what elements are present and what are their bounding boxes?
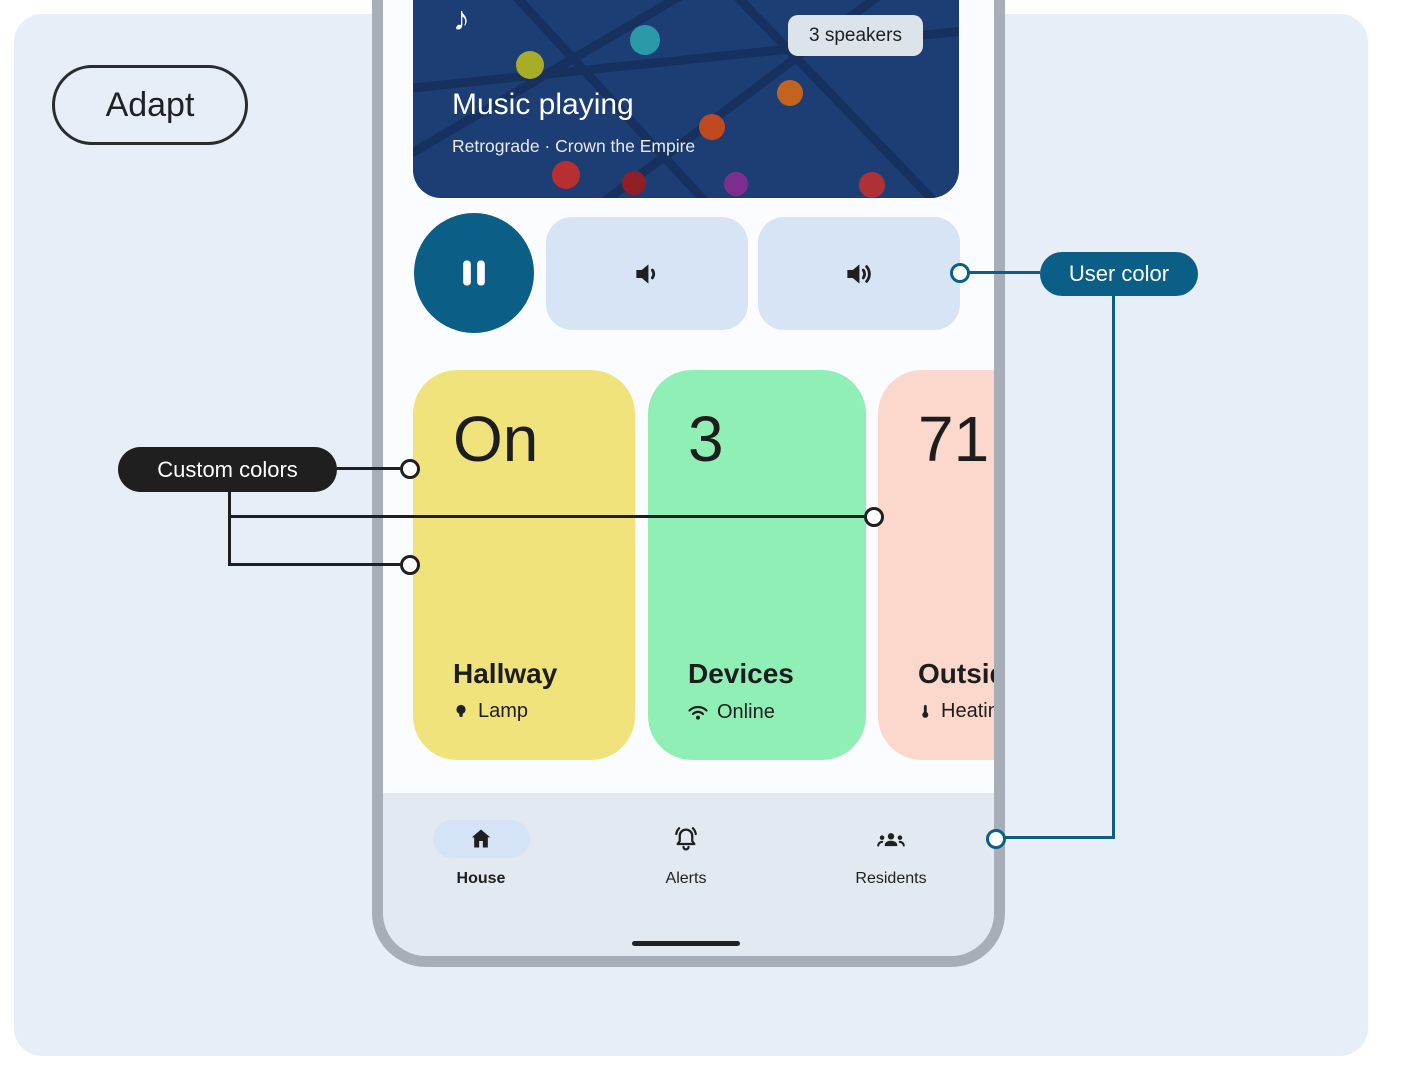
card-status-text: Heating (941, 700, 994, 722)
pause-button[interactable] (414, 213, 534, 333)
nav-item-alerts[interactable]: Alerts (621, 820, 751, 888)
connector-line-custom-4 (230, 563, 400, 566)
speakers-badge-text: 3 speakers (809, 24, 902, 46)
connector-dot-yellow-card-2 (400, 555, 420, 575)
connector-line-custom-3 (230, 515, 864, 518)
card-status-text: Online (717, 700, 775, 723)
connector-dot-nav (986, 829, 1006, 849)
connector-dot-green-card (864, 507, 884, 527)
card-name: Hallway (453, 658, 558, 689)
phone-screen: ♪ 3 speakers Music playing Retrograde · … (383, 0, 994, 956)
connector-line-user-3 (1004, 836, 1115, 839)
outside-card[interactable]: 71 Outside Heating (878, 370, 994, 760)
volume-down-button[interactable] (546, 217, 748, 330)
card-name: Devices (688, 658, 794, 689)
lamp-icon (456, 704, 466, 717)
volume-up-icon (847, 263, 871, 284)
nav-icon-holder (638, 820, 735, 858)
house-icon (471, 829, 491, 848)
card-name: Outside (918, 658, 994, 689)
nav-active-pill (432, 820, 530, 858)
card-status: Online (686, 700, 775, 724)
custom-colors-callout: Custom colors (118, 447, 337, 492)
home-indicator (632, 941, 740, 946)
card-status-text: Lamp (478, 700, 529, 722)
adapt-label: Adapt (52, 65, 248, 145)
speakers-badge: 3 speakers (788, 15, 923, 56)
card-value: 3 (688, 403, 724, 475)
nav-item-residents[interactable]: Residents (826, 820, 956, 888)
people-icon (877, 833, 905, 847)
card-status: Lamp (451, 700, 528, 723)
card-value: On (453, 403, 539, 475)
nav-label: Alerts (665, 870, 707, 887)
nav-icon-holder (843, 820, 940, 858)
bell-icon (675, 827, 697, 851)
connector-line-user-1 (968, 271, 1040, 274)
thermometer-icon (922, 704, 929, 718)
user-color-callout: User color (1040, 252, 1198, 296)
music-title: Music playing (452, 88, 634, 121)
music-note-icon: ♪ (453, 0, 470, 38)
volume-down-icon (636, 263, 656, 284)
adapt-label-text: Adapt (105, 85, 195, 124)
card-status: Heating (916, 700, 994, 723)
custom-colors-callout-text: Custom colors (157, 456, 298, 482)
bottom-nav: House Alerts (383, 793, 994, 956)
connector-line-custom-2 (228, 492, 231, 566)
nav-label: Residents (855, 870, 927, 887)
card-value: 71 (918, 403, 990, 475)
pause-icon (463, 260, 485, 286)
wifi-icon (688, 705, 708, 720)
music-card[interactable]: ♪ 3 speakers Music playing Retrograde · … (413, 0, 959, 198)
music-subtitle: Retrograde · Crown the Empire (452, 136, 696, 156)
connector-line-custom-1 (337, 467, 400, 470)
hallway-card[interactable]: On Hallway Lamp (413, 370, 635, 760)
connector-line-user-2 (1112, 294, 1115, 839)
devices-card[interactable]: 3 Devices Online (648, 370, 866, 760)
connector-dot-yellow-card (400, 459, 420, 479)
nav-item-house[interactable]: House (416, 820, 546, 888)
nav-label: House (456, 870, 506, 887)
connector-dot-volume (950, 263, 970, 283)
volume-up-button[interactable] (758, 217, 960, 330)
user-color-callout-text: User color (1068, 261, 1170, 286)
